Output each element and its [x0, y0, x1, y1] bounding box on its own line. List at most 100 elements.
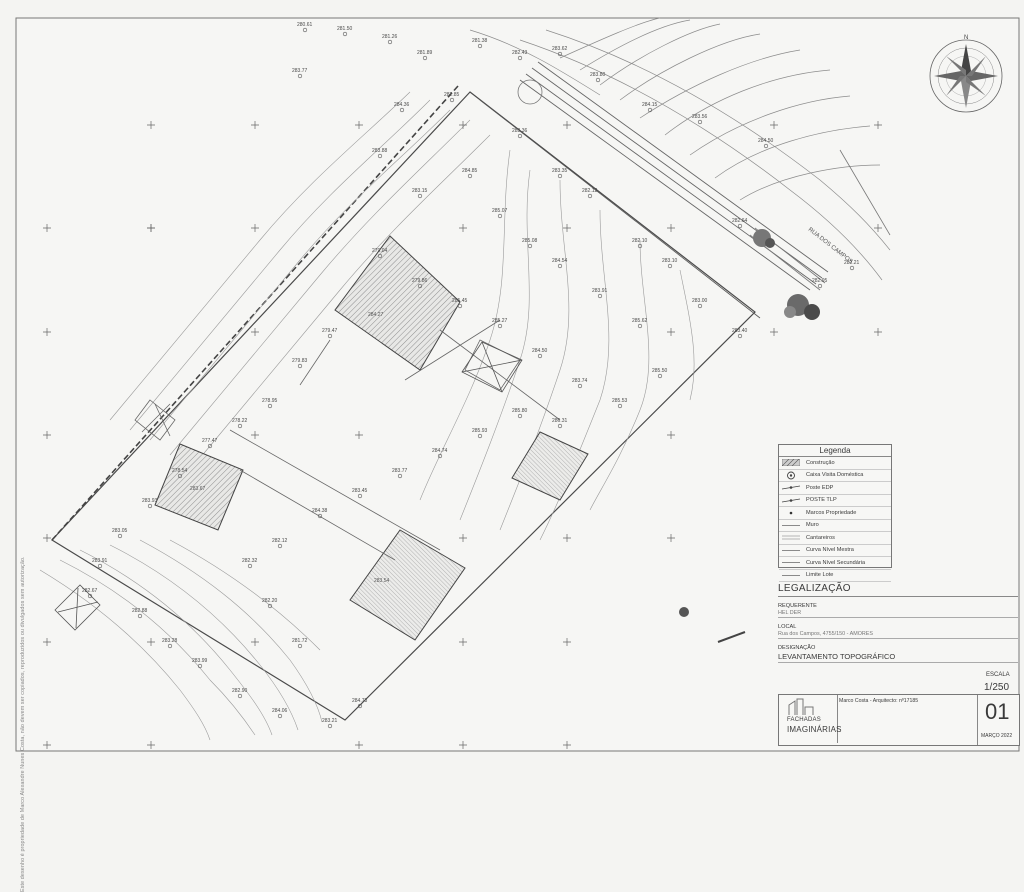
elevation-label: 282.67: [82, 588, 98, 594]
elevation-marker-icon: [387, 39, 393, 45]
x-markers: [54, 341, 523, 631]
elevation-label: 279.83: [292, 358, 308, 364]
elevation-label: 284.54: [552, 258, 568, 264]
legend-item-label: Curva Nível Secundária: [806, 559, 866, 566]
legend-item: POSTE TLP: [779, 495, 891, 507]
legend-symbol-icon: [779, 471, 803, 480]
elevation-label: 284.50: [758, 138, 774, 144]
elevation-marker-icon: [587, 193, 593, 199]
elevation-label: 283.10: [662, 258, 678, 264]
elevation-label: 283.36: [512, 128, 528, 134]
crosshair-marks: [43, 121, 882, 749]
elevation-label: 283.91: [592, 288, 608, 294]
elevation-label: 284.36: [394, 102, 410, 108]
elevation-marker-icon: [327, 333, 333, 339]
elevation-label: 283.93: [142, 498, 158, 504]
elevation-marker-icon: [277, 543, 283, 549]
elevation-marker-icon: [817, 283, 823, 289]
escala-value: 1/250: [984, 682, 1010, 693]
elevation-label: 283.74: [572, 378, 588, 384]
elevation-label: 284.50: [532, 348, 548, 354]
legend-item: Curva Nível Secundária: [779, 557, 891, 570]
building-main-label: 284.27: [368, 312, 384, 318]
elevation-label: 283.56: [692, 114, 708, 120]
elevation-marker-icon: [517, 413, 523, 419]
legalizacao-heading: LEGALIZAÇÃO: [778, 583, 1018, 597]
requerente-value: HEL DER: [778, 610, 1018, 618]
elevation-label: 283.99: [192, 658, 208, 664]
trees: [517, 79, 820, 617]
elevation-label: 278.95: [262, 398, 278, 404]
elevation-label: 284.15: [642, 102, 658, 108]
elevation-marker-icon: [237, 423, 243, 429]
site-plan-drawing: 284.27 283.67 283.54 RUA DOS CAMPOS: [15, 17, 1020, 752]
elevation-marker-icon: [377, 253, 383, 259]
elevation-marker-icon: [517, 133, 523, 139]
elevation-marker-icon: [177, 473, 183, 479]
scale-bar: [717, 631, 746, 643]
contour-lines-street: [469, 17, 891, 281]
elevation-marker-icon: [317, 513, 323, 519]
legend-item-label: Poste EDP: [806, 484, 834, 491]
elevation-marker-icon: [399, 107, 405, 113]
elevation-marker-icon: [657, 373, 663, 379]
elevation-label: 277.47: [202, 438, 218, 444]
escala-label: ESCALA: [986, 672, 1010, 678]
legend-symbol-icon: [779, 534, 803, 541]
local-value: Rua dos Campos, 4755/150 - AMORES: [778, 631, 1018, 639]
elevation-label: 285.53: [612, 398, 628, 404]
elevation-label: 282.12: [272, 538, 288, 544]
elevation-marker-icon: [137, 613, 143, 619]
legend-item: Marcos Propriedade: [779, 507, 891, 520]
elevation-marker-icon: [87, 593, 93, 599]
elevation-label: 280.61: [297, 22, 313, 28]
elevation-marker-icon: [477, 433, 483, 439]
elevation-marker-icon: [207, 443, 213, 449]
elevation-label: 283.21: [322, 718, 338, 724]
title-block: LEGALIZAÇÃO REQUERENTE HEL DER LOCAL Rua…: [778, 583, 1018, 663]
elevation-label: 284.85: [462, 168, 478, 174]
elevation-label: 283.35: [552, 168, 568, 174]
local-label: LOCAL: [778, 624, 797, 630]
legend-symbol-icon: [779, 484, 803, 491]
elevation-label: 282.32: [242, 558, 258, 564]
sheet-number: 01: [985, 699, 1010, 724]
elevation-marker-icon: [357, 703, 363, 709]
legend-item-label: Construção: [806, 459, 835, 466]
elevation-marker-icon: [167, 643, 173, 649]
elevation-label: 278.22: [232, 418, 248, 424]
elevation-marker-icon: [637, 323, 643, 329]
company-name-line2: IMAGINÁRIAS: [787, 725, 842, 734]
elevation-marker-icon: [737, 333, 743, 339]
elevation-marker-icon: [297, 363, 303, 369]
elevation-label: 284.06: [272, 708, 288, 714]
elevation-marker-icon: [667, 263, 673, 269]
elevation-label: 281.26: [382, 34, 398, 40]
elevation-label: 281.72: [292, 638, 308, 644]
elevation-label: 283.77: [392, 468, 408, 474]
legend-item: Poste EDP: [779, 482, 891, 495]
elevation-marker-icon: [597, 293, 603, 299]
elevation-label: 283.15: [412, 188, 428, 194]
elevation-marker-icon: [197, 663, 203, 669]
contour-lines-lot: [109, 91, 695, 541]
elevation-marker-icon: [595, 77, 601, 83]
designacao-label: DESIGNAÇÃO: [778, 645, 816, 651]
elevation-marker-icon: [297, 643, 303, 649]
elevation-marker-icon: [277, 713, 283, 719]
elevation-label: 284.73: [352, 698, 368, 704]
elevation-marker-icon: [697, 303, 703, 309]
inner-wall: [479, 99, 761, 319]
elevation-label: 283.88: [372, 148, 388, 154]
legend-item: Curva Nível Mestra: [779, 545, 891, 557]
elevation-marker-icon: [457, 303, 463, 309]
elevation-marker-icon: [327, 723, 333, 729]
company-logo: FACHADAS IMAGINÁRIAS: [781, 695, 841, 743]
elevation-marker-icon: [302, 27, 308, 33]
legend-symbol-icon: [779, 522, 803, 529]
elevation-marker-icon: [97, 563, 103, 569]
wall-dashed: [51, 85, 459, 541]
author-text: Marco Costa - Arquitecto: nº17185: [839, 698, 919, 704]
